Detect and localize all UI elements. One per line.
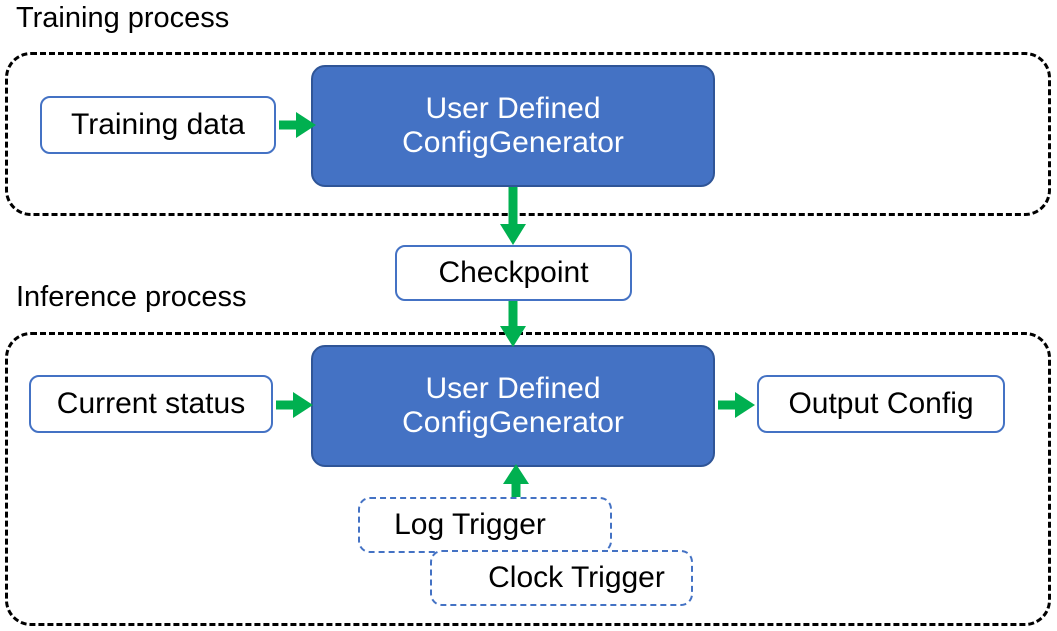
checkpoint-box[interactable]: Checkpoint [395, 245, 632, 301]
log-trigger-box[interactable]: Log Trigger [358, 497, 612, 553]
inference-process-container [5, 332, 1051, 626]
output-config-box[interactable]: Output Config [757, 375, 1005, 433]
inference-process-caption: Inference process [16, 281, 247, 313]
current-status-box[interactable]: Current status [29, 375, 273, 433]
training-config-generator-line1: User Defined [425, 92, 601, 126]
inference-config-generator-line1: User Defined [425, 372, 601, 406]
inference-config-generator-line2: ConfigGenerator [402, 406, 624, 439]
inference-config-generator-box[interactable]: User Defined ConfigGenerator [311, 345, 715, 467]
training-config-generator-line2: ConfigGenerator [402, 126, 624, 159]
clock-trigger-box[interactable]: Clock Trigger [430, 550, 693, 606]
training-process-caption: Training process [16, 2, 230, 34]
training-process-container [5, 52, 1051, 216]
training-config-generator-box[interactable]: User Defined ConfigGenerator [311, 65, 715, 187]
training-data-box[interactable]: Training data [40, 96, 276, 154]
